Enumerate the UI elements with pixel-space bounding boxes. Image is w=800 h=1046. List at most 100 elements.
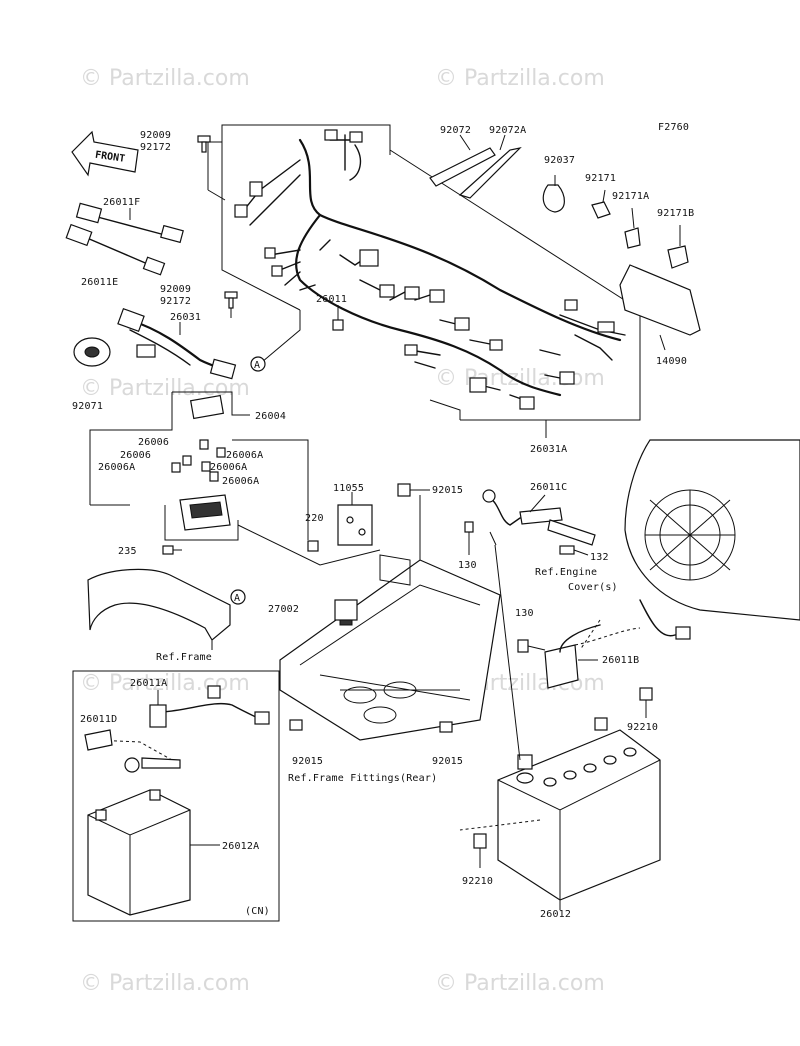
connector-icon <box>359 249 379 267</box>
battery-26012a <box>87 789 220 916</box>
label-26012a: 26012A <box>222 841 259 852</box>
connector-icon <box>234 204 248 218</box>
part-labels: 92009 92172 92072 92072A 92037 92171 921… <box>72 125 694 920</box>
connector-icon <box>454 317 470 331</box>
fuse-icon <box>201 461 211 472</box>
connector-icon <box>249 181 263 197</box>
fuse-icon <box>216 447 226 458</box>
label-26011c: 26011C <box>530 482 567 493</box>
label-26006-b: 26006 <box>120 450 151 461</box>
watermark-2: © Partzilla.com <box>435 66 605 91</box>
connector-icon <box>271 265 283 277</box>
label-92210-left: 92210 <box>462 876 493 887</box>
sensor-26011a <box>149 685 270 728</box>
battery-tray <box>279 495 501 741</box>
clip-92171b <box>667 225 689 269</box>
label-92171a: 92171A <box>612 191 649 202</box>
bolt-26011-icon <box>332 305 344 331</box>
label-26011a: 26011A <box>130 678 167 689</box>
sensor-26011f <box>75 202 184 244</box>
label-26012: 26012 <box>540 909 571 920</box>
bolt-220-icon <box>307 540 319 552</box>
clip-92210-right <box>639 687 653 718</box>
label-235: 235 <box>118 546 137 557</box>
label-26004: 26004 <box>255 411 286 422</box>
label-130-b: 130 <box>515 608 534 619</box>
watermark-4: © Partzilla.com <box>435 366 605 391</box>
fuse-icon <box>199 439 209 450</box>
sensor-26011d <box>84 729 181 773</box>
label-92015-top: 92015 <box>432 485 463 496</box>
label-26011: 26011 <box>316 294 347 305</box>
label-26011f: 26011F <box>103 197 140 208</box>
connector-icon <box>519 396 535 410</box>
watermark-8: © Partzilla.com <box>435 971 605 996</box>
connector-icon <box>559 371 575 385</box>
label-92009-top: 92009 <box>140 130 171 141</box>
label-92071: 92071 <box>72 401 103 412</box>
connector-icon <box>349 131 363 143</box>
clip-92210-left <box>473 833 487 868</box>
label-26006a-2: 26006A <box>98 462 135 473</box>
watermark-layer: © Partzilla.com © Partzilla.com © Partzi… <box>80 66 605 996</box>
front-arrow-icon: FRONT <box>71 130 139 177</box>
label-cn: (CN) <box>245 906 270 917</box>
fuse-box-group <box>89 391 381 566</box>
clip-92015-top <box>397 483 430 497</box>
watermark-7: © Partzilla.com <box>80 971 250 996</box>
main-harness-frame <box>207 124 641 438</box>
bolt-132-icon <box>559 545 589 556</box>
label-26011b: 26011B <box>602 655 639 666</box>
label-220: 220 <box>305 513 324 524</box>
bolt-130-b-icon <box>517 639 546 653</box>
fuse-icon <box>182 455 192 466</box>
bolt-130-a-icon <box>464 521 474 555</box>
figure-code: F2760 <box>658 122 689 133</box>
battery-26012 <box>459 717 661 910</box>
label-92171: 92171 <box>585 173 616 184</box>
bolt-92009-top-icon <box>197 135 211 153</box>
fuse-icon <box>171 462 181 473</box>
label-92015-left: 92015 <box>292 756 323 767</box>
label-92172-mid: 92172 <box>160 296 191 307</box>
watermark-3: © Partzilla.com <box>80 376 250 401</box>
label-26011d: 26011D <box>80 714 117 725</box>
sensor-26011c <box>482 489 596 546</box>
grommet-92071 <box>73 337 111 367</box>
label-14090: 14090 <box>656 356 687 367</box>
clip-92015-left <box>289 719 303 731</box>
connector-icon <box>469 377 487 393</box>
label-92172-top: 92172 <box>140 142 171 153</box>
clamp-92037 <box>542 175 565 213</box>
label-ref-frame: Ref.Frame <box>156 652 212 663</box>
callout-a-lower: A <box>230 589 246 605</box>
clip-92171a <box>624 207 641 249</box>
callout-a-upper: A <box>250 356 266 372</box>
label-ref-frame-fittings: Ref.Frame Fittings(Rear) <box>288 773 437 784</box>
fuse-box-cover-26004 <box>189 394 225 420</box>
connector-icon <box>404 286 420 300</box>
watermark-1: © Partzilla.com <box>80 66 250 91</box>
cable-ties <box>429 134 522 199</box>
clip-92171 <box>591 189 611 219</box>
clip-92015-right <box>439 721 453 733</box>
label-27002: 27002 <box>268 604 299 615</box>
leader-line <box>579 619 601 651</box>
connector-icon <box>264 247 276 259</box>
wire-harness-26031a <box>234 129 626 410</box>
label-92072a: 92072A <box>489 125 526 136</box>
label-130-a: 130 <box>458 560 477 571</box>
relay-27002 <box>334 599 358 626</box>
label-26011e: 26011E <box>81 277 118 288</box>
connector-icon <box>429 289 445 303</box>
label-26006a-4: 26006A <box>222 476 259 487</box>
bracket-11055 <box>337 492 373 546</box>
label-ref-engine: Ref.Engine <box>535 567 597 578</box>
engine-cover <box>624 439 800 640</box>
bolt-92009-mid-icon <box>224 291 238 318</box>
connector-icon <box>324 129 338 141</box>
leader-line <box>494 544 521 761</box>
label-26006a-3: 26006A <box>210 462 247 473</box>
